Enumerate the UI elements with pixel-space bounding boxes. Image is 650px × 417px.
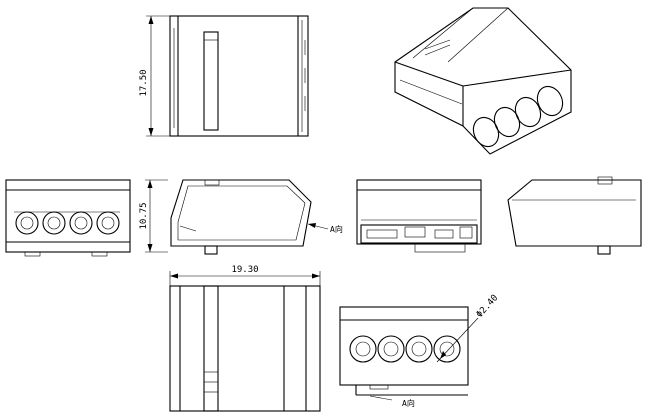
hole-diameter-label: Φ2.40 [475, 293, 501, 320]
port-view [339, 306, 469, 396]
width-dimension: 19.30 [169, 265, 321, 286]
height-dimension-label: 17.50 [139, 69, 149, 96]
side-profile-view [507, 176, 642, 255]
isometric-view [394, 7, 572, 155]
top-view [169, 15, 309, 137]
depth-dimension-label: 10.75 [139, 202, 149, 229]
front-view [5, 179, 131, 257]
hole-diameter-callout: Φ2.40 [436, 293, 501, 363]
a-direction-arrow: A向 [307, 223, 343, 234]
a-direction-bottom: A向 [369, 395, 415, 408]
arrow-a-label: A向 [330, 224, 343, 234]
side-view [170, 179, 312, 255]
arrow-a-bottom-label: A向 [402, 398, 415, 408]
depth-dimension: 10.75 [139, 179, 168, 253]
height-dimension: 17.50 [139, 15, 170, 137]
width-dimension-label: 19.30 [231, 265, 258, 275]
bottom-view [169, 285, 321, 412]
rear-view [356, 179, 482, 253]
